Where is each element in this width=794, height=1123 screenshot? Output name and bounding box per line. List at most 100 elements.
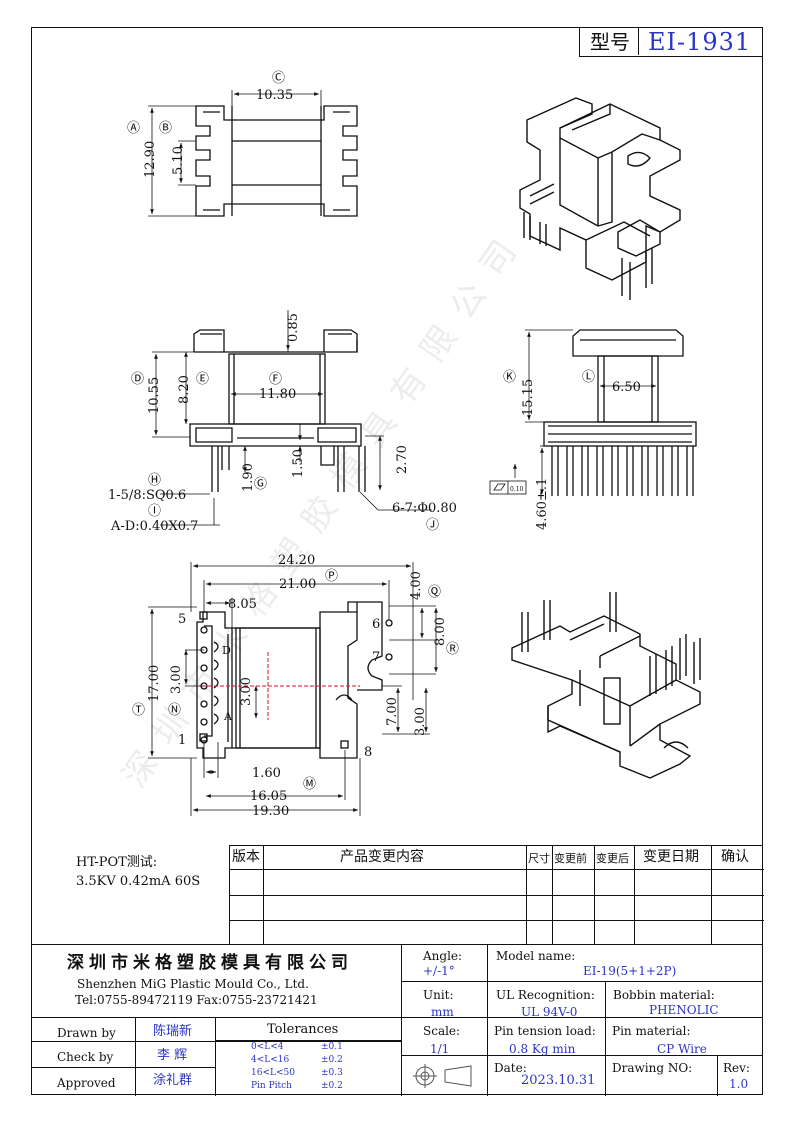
- pin-6: 6: [372, 617, 380, 632]
- dim-bottom-w1: 24.20: [278, 553, 315, 568]
- date-value: 2023.10.31: [521, 1073, 596, 1088]
- tol-value-1: ±0.2: [321, 1055, 343, 1065]
- pin-a: A: [223, 710, 233, 723]
- dim-bottom-h-total: 17.00: [147, 665, 162, 702]
- dim-front-height: 10.55: [147, 377, 162, 414]
- dim-side-height: 15.15: [521, 379, 536, 416]
- callout-q: Ⓠ: [428, 585, 441, 600]
- flatness-value: 0.10: [510, 486, 524, 493]
- tolerances-title: Tolerances: [267, 1022, 339, 1037]
- drawing-no-label: Drawing NO:: [612, 1061, 693, 1075]
- front-view: [152, 310, 432, 526]
- drawn-by-name: 陈瑞新: [153, 1024, 193, 1039]
- rev-label: Rev:: [723, 1061, 750, 1075]
- angle-value: +/-1°: [423, 964, 455, 978]
- dim-front-pin-g: 1.90: [241, 463, 256, 492]
- dim-bottom-r1: 4.00: [409, 571, 424, 600]
- tol-range-2: 16<L<50: [251, 1068, 295, 1078]
- dim-top-width: 10.35: [256, 88, 293, 103]
- pin-8: 8: [364, 745, 372, 760]
- tol-range-0: 0<L<4: [251, 1042, 284, 1052]
- model-name-label: Model name:: [496, 949, 576, 963]
- title-block: 深圳市米格塑胶模具有限公司 Shenzhen MiG Plastic Mould…: [31, 944, 763, 1096]
- callout-b: Ⓑ: [159, 121, 172, 136]
- callout-m: Ⓜ: [303, 777, 316, 792]
- note-pins-67: 6-7:Φ0.80: [392, 501, 457, 516]
- pin-5: 5: [178, 612, 186, 627]
- top-view: [148, 90, 358, 217]
- pin-d: D: [222, 644, 231, 657]
- unit-value: mm: [431, 1005, 454, 1019]
- dim-top-height: 12.90: [143, 141, 158, 178]
- angle-label: Angle:: [423, 949, 463, 963]
- date-label: Date:: [494, 1061, 527, 1075]
- callout-e: Ⓔ: [196, 372, 209, 387]
- scale-value: 1/1: [430, 1042, 450, 1056]
- iso-view-bottom: [511, 592, 701, 779]
- dim-bottom-r3: 7.00: [385, 697, 400, 726]
- pin-material-value: CP Wire: [657, 1042, 707, 1056]
- tension-label: Pin tension load:: [494, 1024, 596, 1038]
- callout-d: Ⓓ: [131, 372, 144, 387]
- rev-h-after: 变更后: [596, 852, 629, 865]
- approved-label: Approved: [57, 1076, 116, 1090]
- dim-top-slot: 5.10: [171, 146, 186, 175]
- dim-bottom-b3: 19.30: [252, 804, 289, 819]
- tol-range-3: Pin Pitch: [251, 1081, 292, 1091]
- dim-bottom-w3: 8.05: [228, 597, 257, 612]
- callout-t: Ⓣ: [132, 703, 145, 718]
- callout-f: Ⓕ: [269, 372, 282, 387]
- note-pins-sq: 1-5/8:SQ0.6: [108, 488, 186, 503]
- dim-bottom-w2: 21.00: [279, 577, 316, 592]
- callout-i: Ⓘ: [148, 504, 161, 519]
- dim-side-core: 6.50: [612, 380, 641, 395]
- test-value: 3.5KV 0.42mA 60S: [76, 874, 201, 889]
- ul-value: UL 94V-0: [521, 1005, 578, 1019]
- dim-front-width: 11.80: [259, 387, 296, 402]
- watermark: 深圳市米格塑胶模具有限公司: [115, 218, 536, 795]
- callout-h: Ⓗ: [148, 473, 161, 488]
- check-by-name: 李 辉: [157, 1048, 188, 1063]
- dim-bottom-r2: 8.00: [433, 617, 448, 646]
- model-header: 型号 EI-1931: [579, 27, 763, 57]
- rev-h-content: 产品变更内容: [340, 849, 424, 865]
- company-contact: Tel:0755-89472119 Fax:0755-23721421: [75, 993, 318, 1007]
- dim-bottom-b1: 1.60: [252, 766, 281, 781]
- callout-r: Ⓡ: [446, 642, 459, 657]
- rev-h-date: 变更日期: [643, 849, 699, 865]
- drawn-by-label: Drawn by: [57, 1026, 116, 1040]
- dim-bottom-h3b: 3.00: [239, 677, 254, 706]
- dim-side-pin-len: 4.60±.1: [535, 478, 550, 530]
- revision-table: 版本 产品变更内容 尺寸 变更前 变更后 变更日期 确认: [229, 845, 764, 945]
- dim-bottom-r4: 3.00: [413, 707, 428, 736]
- pin-1: 1: [178, 733, 186, 748]
- tol-range-1: 4<L<16: [251, 1055, 290, 1065]
- note-pins-ad: A-D:0.40X0.7: [110, 519, 198, 534]
- check-by-label: Check by: [57, 1050, 114, 1064]
- rev-h-before: 变更前: [554, 852, 587, 865]
- company-name-cn: 深圳市米格塑胶模具有限公司: [67, 953, 353, 973]
- callout-n: Ⓝ: [168, 703, 181, 718]
- callout-p: Ⓟ: [325, 569, 338, 584]
- projection-symbol: [409, 1062, 481, 1090]
- tol-value-0: ±0.1: [321, 1042, 343, 1052]
- rev-h-dim: 尺寸: [528, 852, 550, 865]
- callout-a: Ⓐ: [127, 121, 140, 136]
- dim-front-gap: 1.50: [291, 449, 306, 478]
- callout-k: Ⓚ: [503, 370, 516, 385]
- callout-j: Ⓙ: [426, 518, 439, 533]
- scale-label: Scale:: [423, 1024, 461, 1038]
- dim-front-pin-h: 2.70: [395, 445, 410, 474]
- callout-c: Ⓒ: [272, 71, 285, 86]
- model-value: EI-1931: [648, 28, 752, 56]
- callout-l: Ⓛ: [582, 370, 595, 385]
- rev-h-version: 版本: [232, 849, 260, 865]
- tol-value-3: ±0.2: [321, 1081, 343, 1091]
- rev-h-confirm: 确认: [721, 849, 749, 865]
- bottom-view: [148, 562, 438, 816]
- dim-front-flange: 0.85: [286, 313, 301, 342]
- side-view: [489, 329, 697, 496]
- model-name-value: EI-19(5+1+2P): [583, 964, 677, 978]
- model-label: 型号: [590, 30, 630, 54]
- tol-value-2: ±0.3: [321, 1068, 343, 1078]
